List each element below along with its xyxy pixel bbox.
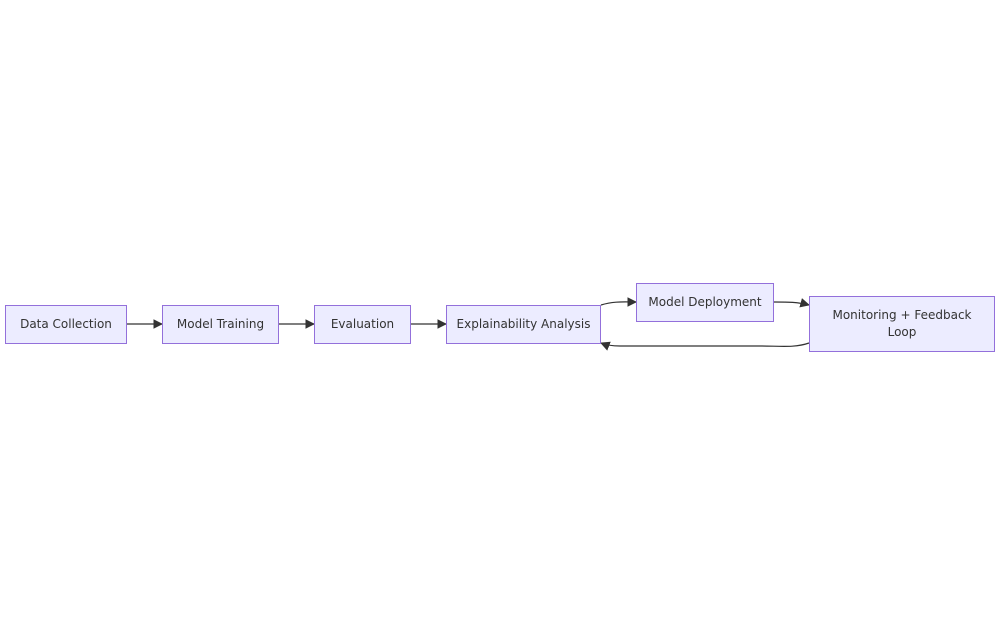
- node-label-data-collection: Data Collection: [20, 317, 112, 331]
- edge-model-deployment-to-monitoring: [773, 298, 810, 308]
- edge-explainability-to-model-deployment: [600, 297, 637, 307]
- node-monitoring-feedback-loop: Monitoring + Feedback Loop: [809, 296, 995, 352]
- node-label-evaluation: Evaluation: [330, 317, 395, 331]
- node-label-explainability-analysis: Explainability Analysis: [456, 317, 591, 331]
- edge-monitoring-to-explainability-analysis: [600, 341, 810, 351]
- node-evaluation: Evaluation: [314, 305, 411, 344]
- node-data-collection: Data Collection: [5, 305, 127, 344]
- node-label-monitoring-feedback-loop: Monitoring + Feedback Loop: [832, 308, 972, 339]
- node-label-model-deployment: Model Deployment: [648, 295, 762, 309]
- node-explainability-analysis: Explainability Analysis: [446, 305, 601, 344]
- node-label-model-training: Model Training: [176, 317, 265, 331]
- node-model-deployment: Model Deployment: [636, 283, 774, 322]
- node-model-training: Model Training: [162, 305, 279, 344]
